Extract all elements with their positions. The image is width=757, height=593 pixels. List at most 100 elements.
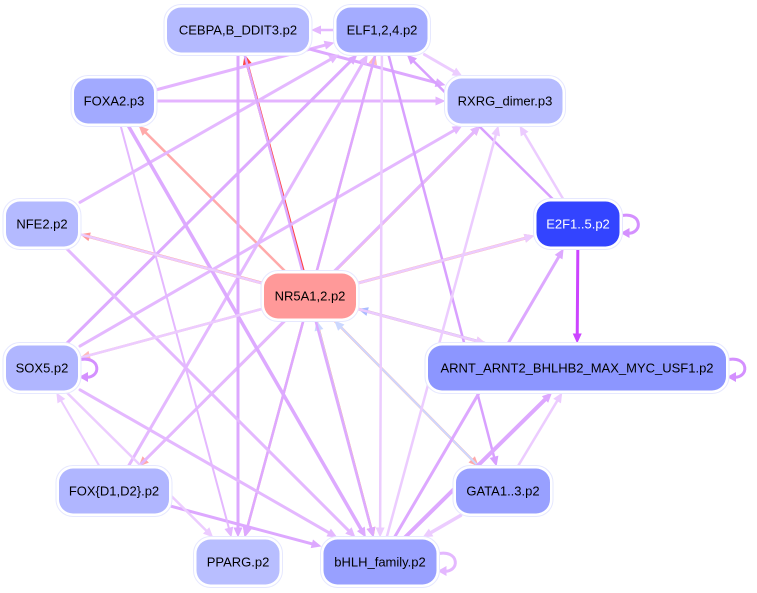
arrowhead-icon [323, 40, 335, 50]
self-loop-SOX5 [77, 357, 99, 382]
arrowhead-icon [451, 125, 463, 135]
node-label: GATA1..3.p2 [466, 484, 539, 499]
arrowhead-icon [202, 527, 214, 538]
node-label: ARNT_ARNT2_BHLHB2_MAX_MYC_USF1.p2 [440, 361, 713, 376]
arrowhead-icon [138, 125, 149, 136]
arrowhead-icon [470, 125, 481, 136]
edges-layer [56, 25, 747, 576]
node-label: RXRG_dimer.p3 [458, 94, 553, 109]
edge-SOX5-to-bHLH [78, 388, 338, 538]
arrowhead-icon [242, 526, 252, 538]
node-NFE2[interactable]: NFE2.p2 [2, 198, 82, 250]
arrowhead-icon [554, 248, 564, 260]
edge-E2F-to-RXRG [519, 125, 565, 201]
node-PPARG[interactable]: PPARG.p2 [193, 536, 283, 588]
edge-ELF-to-RXRG [422, 53, 463, 77]
node-FOXD[interactable]: FOX{D1,D2}.p2 [55, 465, 173, 517]
edge-GATA-to-NR5A1 [334, 320, 480, 468]
edge-ELF-to-CEBPA [311, 25, 336, 35]
edge-GATA-to-bHLH [422, 513, 463, 538]
edge-NFE2-to-ELF [78, 54, 340, 204]
edge-FOXA2-to-PPARG [119, 124, 234, 538]
node-label: CEBPA,B_DDIT3.p2 [179, 23, 297, 38]
node-SOX5[interactable]: SOX5.p2 [2, 342, 82, 394]
arrowhead-icon [233, 527, 243, 538]
arrowhead-icon [489, 455, 499, 467]
node-NR5A1[interactable]: NR5A1,2.p2 [260, 270, 360, 322]
node-label: E2F1..5.p2 [546, 217, 610, 232]
node-label: FOX{D1,D2}.p2 [69, 484, 159, 499]
edge-E2F-to-ARNT [572, 247, 582, 344]
edge-FOXD-to-ELF [126, 54, 368, 468]
arrowhead-icon [406, 54, 418, 65]
node-GATA[interactable]: GATA1..3.p2 [452, 465, 554, 517]
node-E2F[interactable]: E2F1..5.p2 [533, 198, 623, 250]
node-box [456, 468, 550, 514]
arrowhead-icon [224, 526, 234, 538]
node-label: SOX5.p2 [16, 361, 69, 376]
edge-NFE2-to-bHLH [65, 247, 356, 538]
arrowhead-icon [326, 528, 338, 538]
arrowhead-icon [347, 54, 358, 65]
node-box [59, 468, 169, 514]
edge-GATA-to-ARNT [516, 392, 563, 468]
self-loop-E2F [619, 213, 640, 238]
edge-ELF-to-bHLH [375, 53, 385, 538]
node-ELF[interactable]: ELF1,2,4.p2 [333, 4, 431, 56]
node-ARNT[interactable]: ARNT_ARNT2_BHLHB2_MAX_MYC_USF1.p2 [424, 342, 730, 394]
arrowhead-icon [311, 25, 321, 35]
arrowhead-icon [375, 527, 385, 538]
node-label: bHLH_family.p2 [334, 555, 426, 570]
arrowhead-icon [310, 539, 322, 549]
node-label: NFE2.p2 [16, 217, 67, 232]
edge-FOXA2-to-bHLH [126, 123, 366, 538]
arrowhead-icon [328, 54, 340, 64]
edge-E2F-to-ELF [406, 54, 555, 201]
node-box [167, 7, 309, 53]
node-box [6, 345, 78, 391]
arrowhead-icon [491, 125, 501, 137]
node-FOXA2[interactable]: FOXA2.p3 [70, 75, 158, 127]
arrowhead-icon [572, 333, 582, 344]
edge-SOX5-to-RXRG [78, 125, 463, 348]
node-label: ELF1,2,4.p2 [347, 23, 418, 38]
node-box [428, 345, 726, 391]
edge-bHLH-to-RXRG [385, 125, 501, 539]
edge-CEBPA-to-PPARG [233, 53, 243, 538]
arrowhead-icon [366, 526, 376, 538]
arrowhead-icon [358, 54, 368, 66]
edge-FOXA2-to-RXRG [154, 96, 446, 106]
self-loop-ARNT [725, 357, 747, 382]
arrowhead-icon [519, 125, 529, 137]
node-box [6, 201, 78, 247]
node-box [196, 539, 280, 585]
edge-SOX5-to-PPARG [65, 391, 214, 538]
arrowhead-icon [334, 320, 345, 331]
node-box [536, 201, 620, 247]
arrowhead-icon [56, 392, 66, 404]
arrowhead-icon [553, 392, 563, 404]
edge-bHLH-to-E2F [392, 248, 564, 539]
arrowhead-icon [541, 392, 553, 403]
arrowhead-icon [435, 96, 446, 106]
node-bHLH[interactable]: bHLH_family.p2 [320, 536, 440, 588]
node-RXRG[interactable]: RXRG_dimer.p3 [444, 75, 566, 127]
arrowhead-icon [422, 528, 434, 538]
edge-FOXD-to-bHLH [169, 504, 322, 549]
edge-NR5A1-to-FOXA2 [138, 125, 287, 273]
node-box [74, 78, 154, 124]
arrowhead-icon [451, 67, 463, 77]
node-label: NR5A1,2.p2 [275, 289, 346, 304]
node-box [336, 7, 428, 53]
arrowhead-icon [356, 526, 366, 538]
edge-FOXD-to-SOX5 [56, 392, 101, 468]
node-box [264, 273, 356, 319]
node-label: FOXA2.p3 [84, 94, 145, 109]
node-CEBPA[interactable]: CEBPA,B_DDIT3.p2 [163, 4, 313, 56]
node-box [447, 78, 563, 124]
node-label: PPARG.p2 [207, 555, 270, 570]
arrowhead-icon [345, 527, 356, 538]
